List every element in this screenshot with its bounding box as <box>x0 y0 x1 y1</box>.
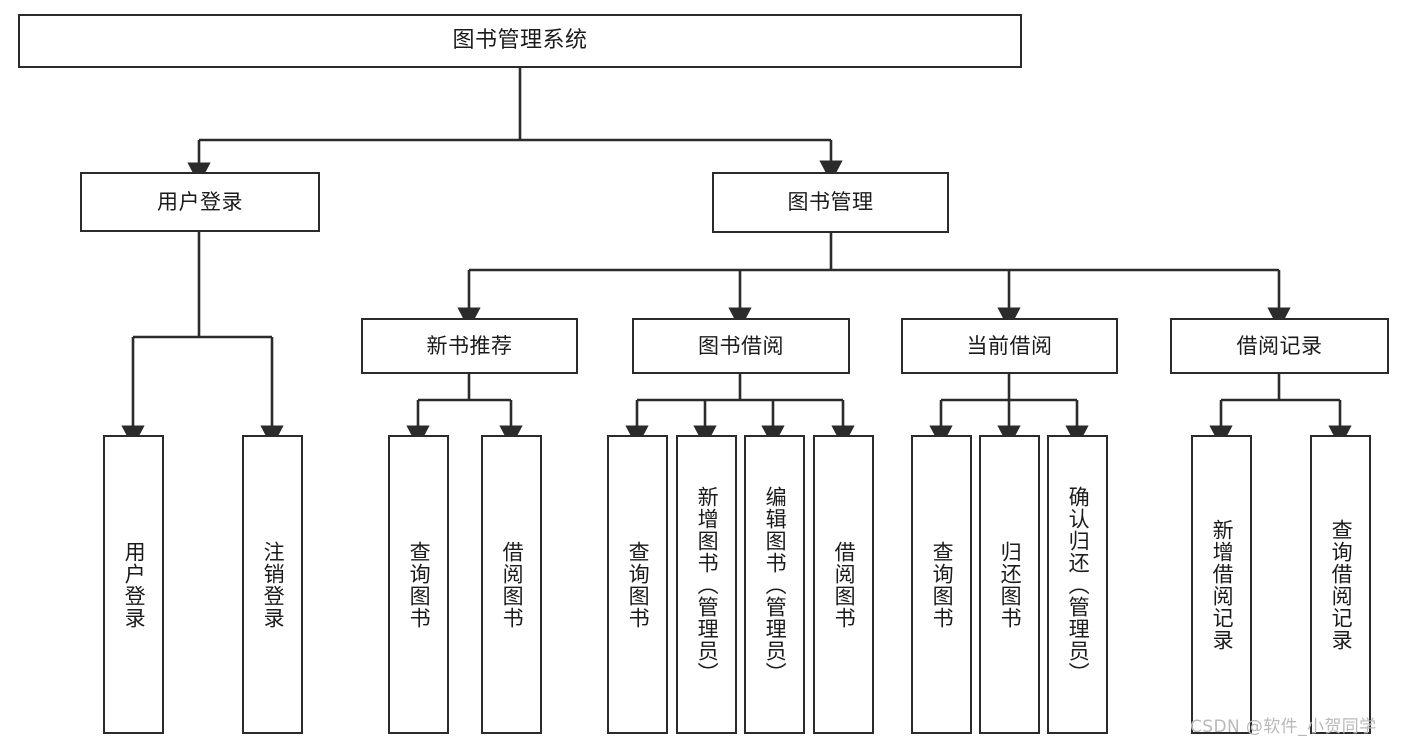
node-leaf-query-book-newbook[interactable]: 查询图书 <box>388 435 449 734</box>
node-leaf-lend-book-label: 借阅图书 <box>832 540 857 629</box>
node-leaf-logout-label: 注销登录 <box>261 540 286 629</box>
node-user-login[interactable]: 用户登录 <box>80 172 320 232</box>
node-leaf-borrow-book-newbook-label: 借阅图书 <box>500 540 525 629</box>
node-leaf-query-book-current-label: 查询图书 <box>930 540 955 629</box>
node-new-book-recommend-label: 新书推荐 <box>426 333 513 358</box>
node-leaf-user-login-label: 用户登录 <box>122 540 147 629</box>
node-borrow-record-label: 借阅记录 <box>1236 333 1323 358</box>
node-root-book-management-system[interactable]: 图书管理系统 <box>18 14 1022 68</box>
node-leaf-query-borrow-record-label: 查询借阅记录 <box>1329 518 1354 651</box>
node-leaf-add-borrow-record-label: 新增借阅记录 <box>1210 518 1235 651</box>
node-user-login-label: 用户登录 <box>157 189 243 214</box>
node-current-borrow[interactable]: 当前借阅 <box>901 318 1118 374</box>
node-leaf-query-borrow-record[interactable]: 查询借阅记录 <box>1310 435 1371 734</box>
node-root-label: 图书管理系统 <box>452 28 588 54</box>
node-leaf-confirm-return-admin[interactable]: 确认归还（管理员） <box>1047 435 1108 734</box>
node-leaf-add-book-admin[interactable]: 新增图书（管理员） <box>676 435 737 734</box>
node-leaf-return-book[interactable]: 归还图书 <box>979 435 1040 734</box>
node-borrow-record[interactable]: 借阅记录 <box>1170 318 1389 374</box>
node-book-management-label: 图书管理 <box>787 190 874 215</box>
node-leaf-confirm-return-admin-label: 确认归还（管理员） <box>1066 485 1091 684</box>
node-leaf-user-login[interactable]: 用户登录 <box>103 435 164 734</box>
node-leaf-return-book-label: 归还图书 <box>998 540 1023 629</box>
node-leaf-logout[interactable]: 注销登录 <box>242 435 303 734</box>
node-leaf-borrow-book-newbook[interactable]: 借阅图书 <box>481 435 542 734</box>
node-new-book-recommend[interactable]: 新书推荐 <box>361 318 578 374</box>
csdn-watermark: CSDN @软件_小贺同学 <box>1190 717 1377 737</box>
node-current-borrow-label: 当前借阅 <box>966 333 1053 358</box>
node-leaf-query-book-borrow[interactable]: 查询图书 <box>607 435 668 734</box>
node-leaf-edit-book-admin[interactable]: 编辑图书（管理员） <box>744 435 805 734</box>
node-book-borrow-label: 图书借阅 <box>698 333 784 358</box>
node-leaf-add-borrow-record[interactable]: 新增借阅记录 <box>1191 435 1252 734</box>
node-book-borrow[interactable]: 图书借阅 <box>632 318 850 374</box>
node-book-management[interactable]: 图书管理 <box>712 172 949 233</box>
node-leaf-query-book-newbook-label: 查询图书 <box>407 540 432 629</box>
node-leaf-edit-book-admin-label: 编辑图书（管理员） <box>763 485 788 684</box>
node-leaf-query-book-current[interactable]: 查询图书 <box>911 435 972 734</box>
node-leaf-add-book-admin-label: 新增图书（管理员） <box>695 485 720 684</box>
node-leaf-lend-book[interactable]: 借阅图书 <box>813 435 874 734</box>
node-leaf-query-book-borrow-label: 查询图书 <box>626 540 651 629</box>
